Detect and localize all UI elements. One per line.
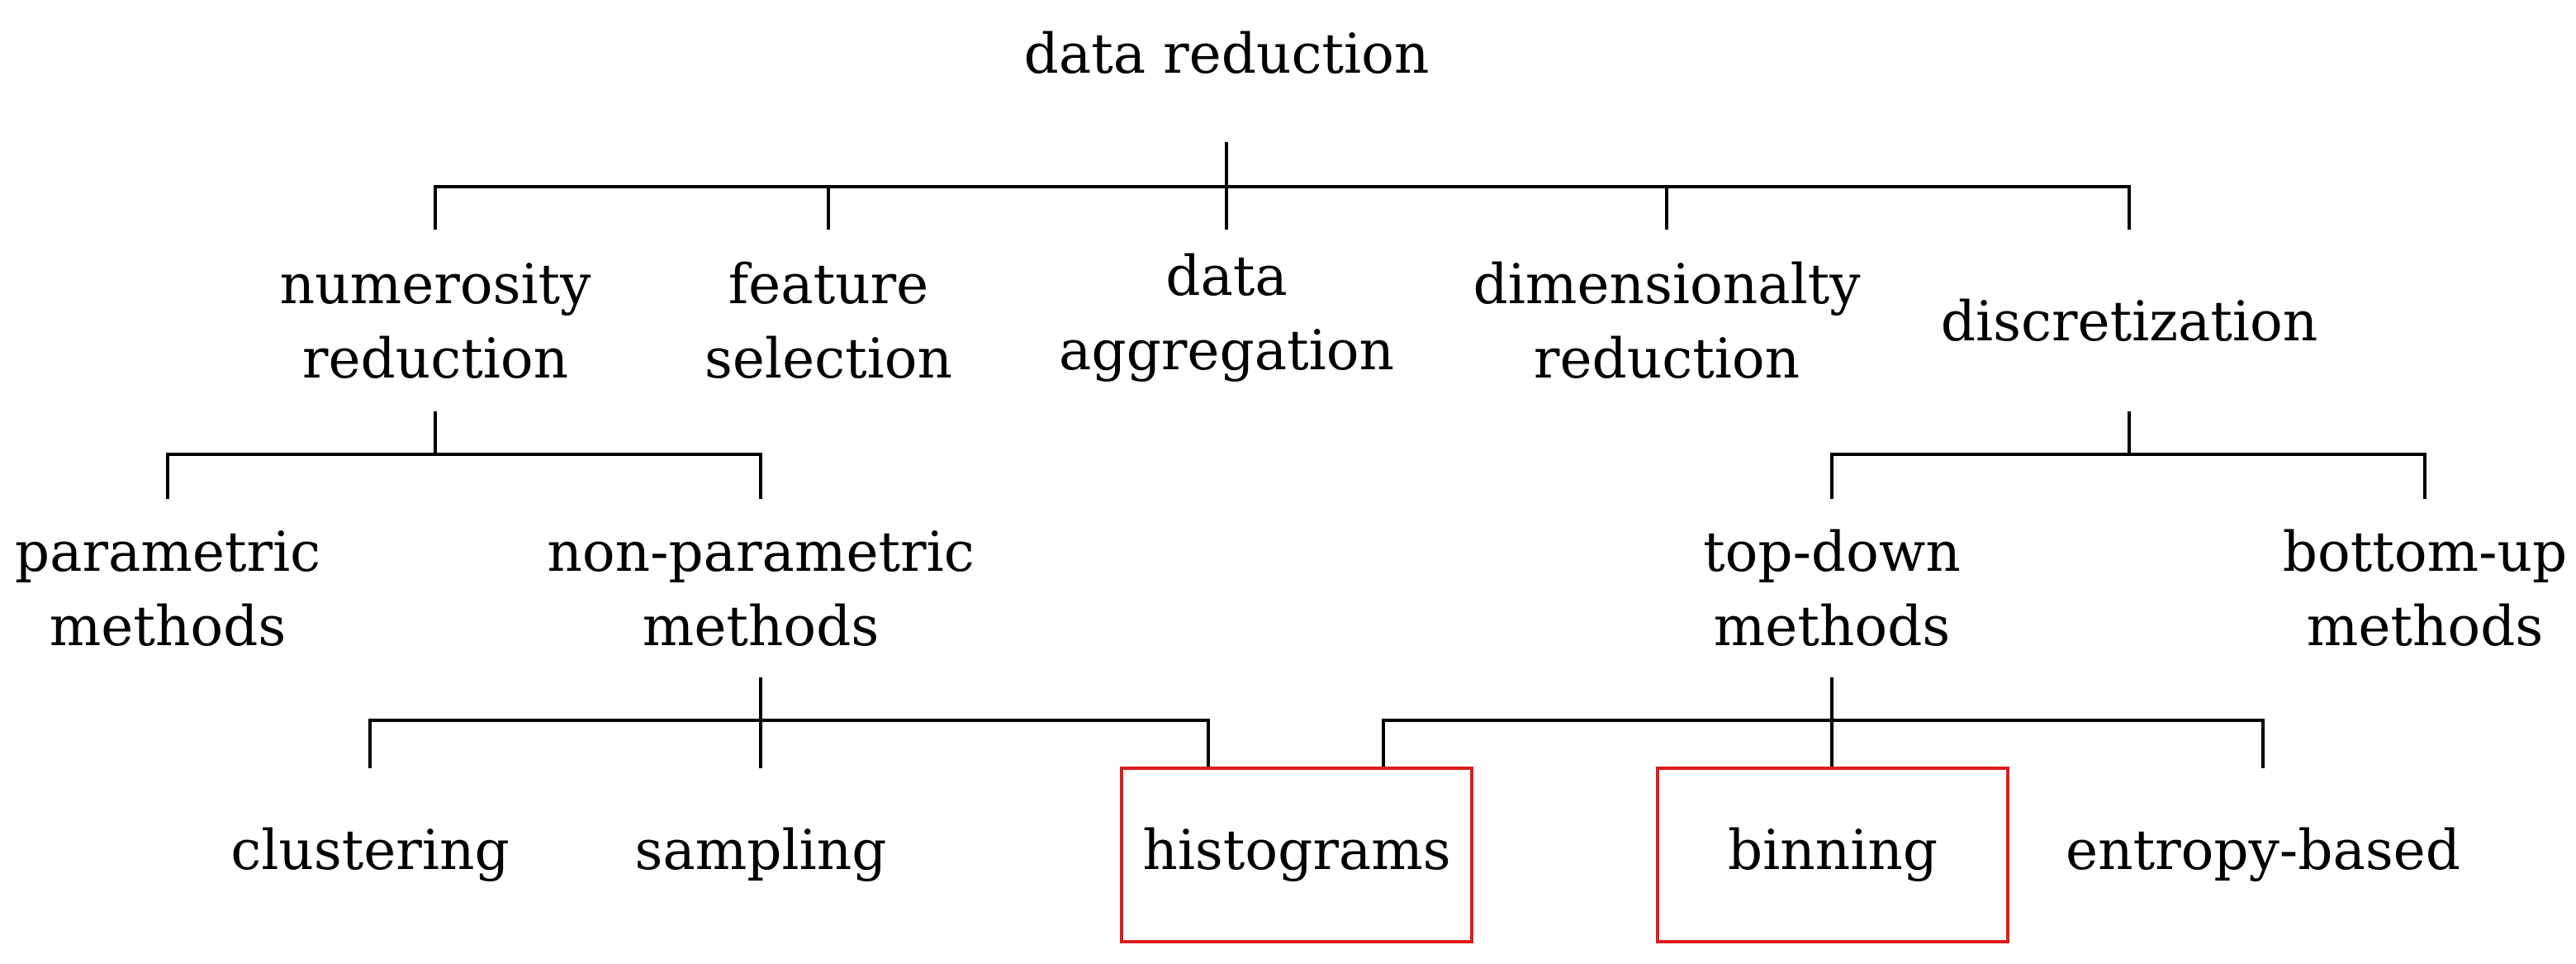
node-label-line: binning [1727, 819, 1938, 882]
node-numerosity-reduction: numerosity reduction [280, 248, 591, 397]
node-label-line: top-down [1703, 520, 1961, 584]
node-data-reduction: data reduction [1024, 17, 1430, 92]
node-label-line: selection [704, 327, 952, 391]
node-label-line: parametric [14, 520, 321, 584]
node-label-line: bottom-up [2282, 520, 2568, 584]
node-label-line: feature [728, 253, 929, 316]
node-bottom-up-methods: bottom-up methods [2283, 515, 2567, 664]
node-sampling: sampling [634, 814, 886, 888]
node-label-line: entropy-based [2066, 819, 2460, 882]
node-label-line: data [1165, 245, 1288, 308]
node-label-line: histograms [1142, 819, 1451, 882]
node-histograms: histograms [1142, 814, 1450, 888]
node-non-parametric-methods: non-parametric methods [547, 515, 974, 664]
node-binning: binning [1728, 814, 1938, 888]
node-label-line: numerosity [279, 253, 591, 316]
node-dimensionality-reduction: dimensionalty reduction [1473, 248, 1861, 397]
node-top-down-methods: top-down methods [1703, 515, 1961, 664]
node-clustering: clustering [230, 814, 509, 888]
node-label-line: aggregation [1059, 319, 1394, 382]
node-label-line: dimensionalty [1473, 253, 1861, 316]
node-feature-selection: feature selection [704, 248, 952, 397]
node-parametric-methods: parametric methods [15, 515, 320, 664]
node-label-line: discretization [1940, 290, 2318, 354]
node-label-line: reduction [1533, 327, 1800, 391]
node-label-line: clustering [230, 819, 510, 882]
binning-highlight-box [1656, 767, 2009, 943]
node-label-line: reduction [301, 327, 569, 391]
node-entropy-based: entropy-based [2066, 814, 2460, 888]
node-label-line: methods [1713, 595, 1951, 658]
node-label-line: data reduction [1023, 22, 1430, 86]
histograms-highlight-box [1120, 767, 1473, 943]
node-label-line: methods [49, 595, 287, 658]
node-label-line: methods [2306, 595, 2544, 658]
node-label-line: non-parametric [547, 520, 975, 584]
node-data-aggregation: data aggregation [1059, 240, 1394, 388]
node-label-line: methods [642, 595, 880, 658]
node-label-line: sampling [634, 819, 887, 882]
node-discretization: discretization [1941, 285, 2317, 359]
